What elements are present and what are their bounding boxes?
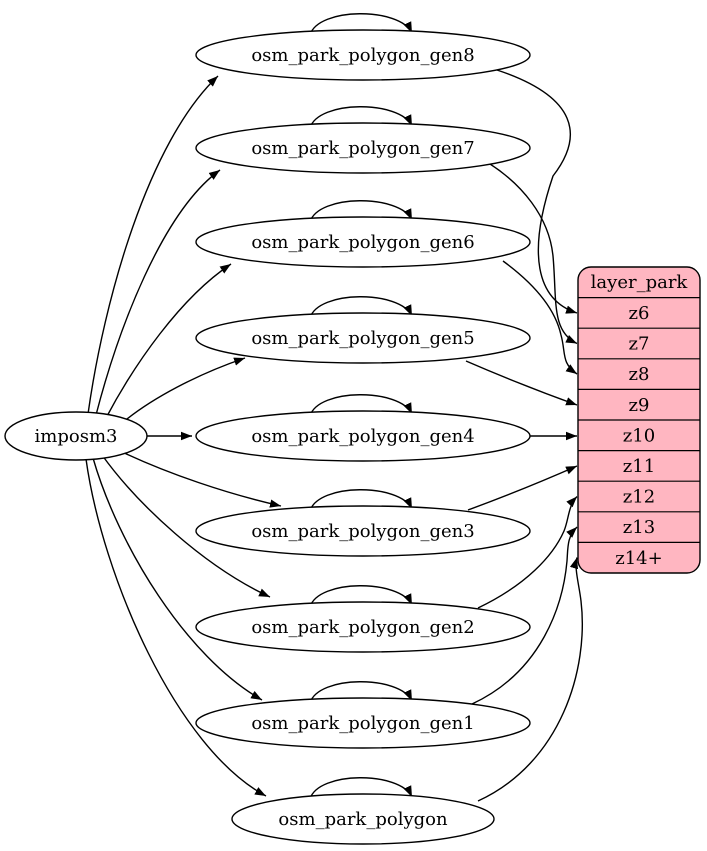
node-osm-park-polygon-gen2: osm_park_polygon_gen2 <box>195 601 531 653</box>
node-osm-park-polygon-gen5-label: osm_park_polygon_gen5 <box>251 328 474 349</box>
node-osm-park-polygon-gen1-label: osm_park_polygon_gen1 <box>251 713 474 734</box>
node-imposm3-ellipse <box>4 411 148 461</box>
edge-osm-park-polygon-gen5-to-z9 <box>465 360 578 406</box>
node-osm-park-polygon-gen2-ellipse <box>195 601 531 653</box>
node-osm-park-polygon-label: osm_park_polygon <box>278 809 448 830</box>
self-loop-osm-park-polygon <box>309 777 413 800</box>
node-layer-park: layer_park z6 z7 z8 z9 z10 z11 z12 z13 z… <box>577 266 701 574</box>
edge-osm-park-polygon-gen2-to-z12 <box>477 496 578 609</box>
node-imposm3: imposm3 <box>4 411 148 461</box>
node-osm-park-polygon-gen5-ellipse <box>195 312 531 364</box>
self-loop-osm-park-polygon-gen1 <box>309 681 413 704</box>
layer-park-row-z12: z12 <box>623 487 655 508</box>
layer-park-row-z9: z9 <box>629 395 650 416</box>
layer-park-row-z6: z6 <box>629 303 650 324</box>
edge-imposm3-to-osm-park-polygon-gen8 <box>87 75 219 415</box>
node-osm-park-polygon-gen3-ellipse <box>195 505 531 557</box>
self-loop-osm-park-polygon-gen6 <box>309 200 413 223</box>
layer-park-row-z8: z8 <box>629 364 650 385</box>
layer-park-row-z10: z10 <box>623 426 655 447</box>
edge-osm-park-polygon-gen3-to-z11 <box>467 465 578 511</box>
node-osm-park-polygon-gen4: osm_park_polygon_gen4 <box>195 410 531 462</box>
edge-imposm3-to-osm-park-polygon-gen7 <box>95 169 221 416</box>
node-osm-park-polygon-gen5: osm_park_polygon_gen5 <box>195 312 531 364</box>
node-osm-park-polygon-gen6: osm_park_polygon_gen6 <box>195 216 531 268</box>
edge-osm-park-polygon-gen1-to-z13 <box>471 526 578 705</box>
edge-imposm3-to-osm-park-polygon-gen1 <box>92 457 263 701</box>
node-osm-park-polygon-gen7-label: osm_park_polygon_gen7 <box>251 138 474 159</box>
layer-park-row-z14: z14+ <box>615 548 662 569</box>
edge-imposm3-to-osm-park-polygon-gen3 <box>117 449 282 508</box>
node-osm-park-polygon-gen3: osm_park_polygon_gen3 <box>195 505 531 557</box>
edge-imposm3-to-osm-park-polygon <box>85 458 267 797</box>
node-osm-park-polygon-gen8-label: osm_park_polygon_gen8 <box>251 45 474 66</box>
node-osm-park-polygon: osm_park_polygon <box>231 793 495 845</box>
node-osm-park-polygon-gen4-label: osm_park_polygon_gen4 <box>251 426 474 447</box>
self-loop-osm-park-polygon-gen4 <box>309 394 413 417</box>
node-osm-park-polygon-gen8: osm_park_polygon_gen8 <box>195 29 531 81</box>
edge-osm-park-polygon-gen8-to-z6 <box>496 69 578 314</box>
self-loop-osm-park-polygon-gen5 <box>309 296 413 319</box>
self-loop-osm-park-polygon-gen3 <box>309 489 413 512</box>
edge-osm-park-polygon-to-z14 <box>477 557 583 802</box>
edge-imposm3-to-osm-park-polygon-gen2 <box>101 454 271 598</box>
self-loop-osm-park-polygon-gen8 <box>309 13 413 36</box>
edge-imposm3-to-osm-park-polygon-gen6 <box>105 263 232 419</box>
node-osm-park-polygon-gen3-label: osm_park_polygon_gen3 <box>251 521 474 542</box>
node-osm-park-polygon-gen2-label: osm_park_polygon_gen2 <box>251 617 474 638</box>
edges-to-layer-park <box>465 69 583 802</box>
self-loop-osm-park-polygon-gen7 <box>309 106 413 129</box>
node-osm-park-polygon-gen1-ellipse <box>195 697 531 749</box>
self-loops <box>309 13 413 800</box>
node-osm-park-polygon-gen6-label: osm_park_polygon_gen6 <box>251 232 474 253</box>
edge-osm-park-polygon-gen7-to-z7 <box>489 163 578 345</box>
node-osm-park-polygon-gen4-ellipse <box>195 410 531 462</box>
layer-park-row-z11: z11 <box>623 456 655 477</box>
layer-park-row-z13: z13 <box>623 517 655 538</box>
edge-osm-park-polygon-gen6-to-z8 <box>502 260 578 375</box>
edges-from-imposm3 <box>85 75 282 797</box>
self-loop-osm-park-polygon-gen2 <box>309 585 413 608</box>
node-osm-park-polygon-gen7: osm_park_polygon_gen7 <box>195 122 531 174</box>
node-osm-park-polygon-gen7-ellipse <box>195 122 531 174</box>
layer-park-row-z7: z7 <box>629 334 650 355</box>
edge-imposm3-to-osm-park-polygon-gen5 <box>121 357 246 424</box>
layer-park-title: layer_park <box>591 272 689 293</box>
node-osm-park-polygon-gen1: osm_park_polygon_gen1 <box>195 697 531 749</box>
node-osm-park-polygon-gen8-ellipse <box>195 29 531 81</box>
node-imposm3-label: imposm3 <box>35 426 118 447</box>
node-osm-park-polygon-ellipse <box>231 793 495 845</box>
node-osm-park-polygon-gen6-ellipse <box>195 216 531 268</box>
